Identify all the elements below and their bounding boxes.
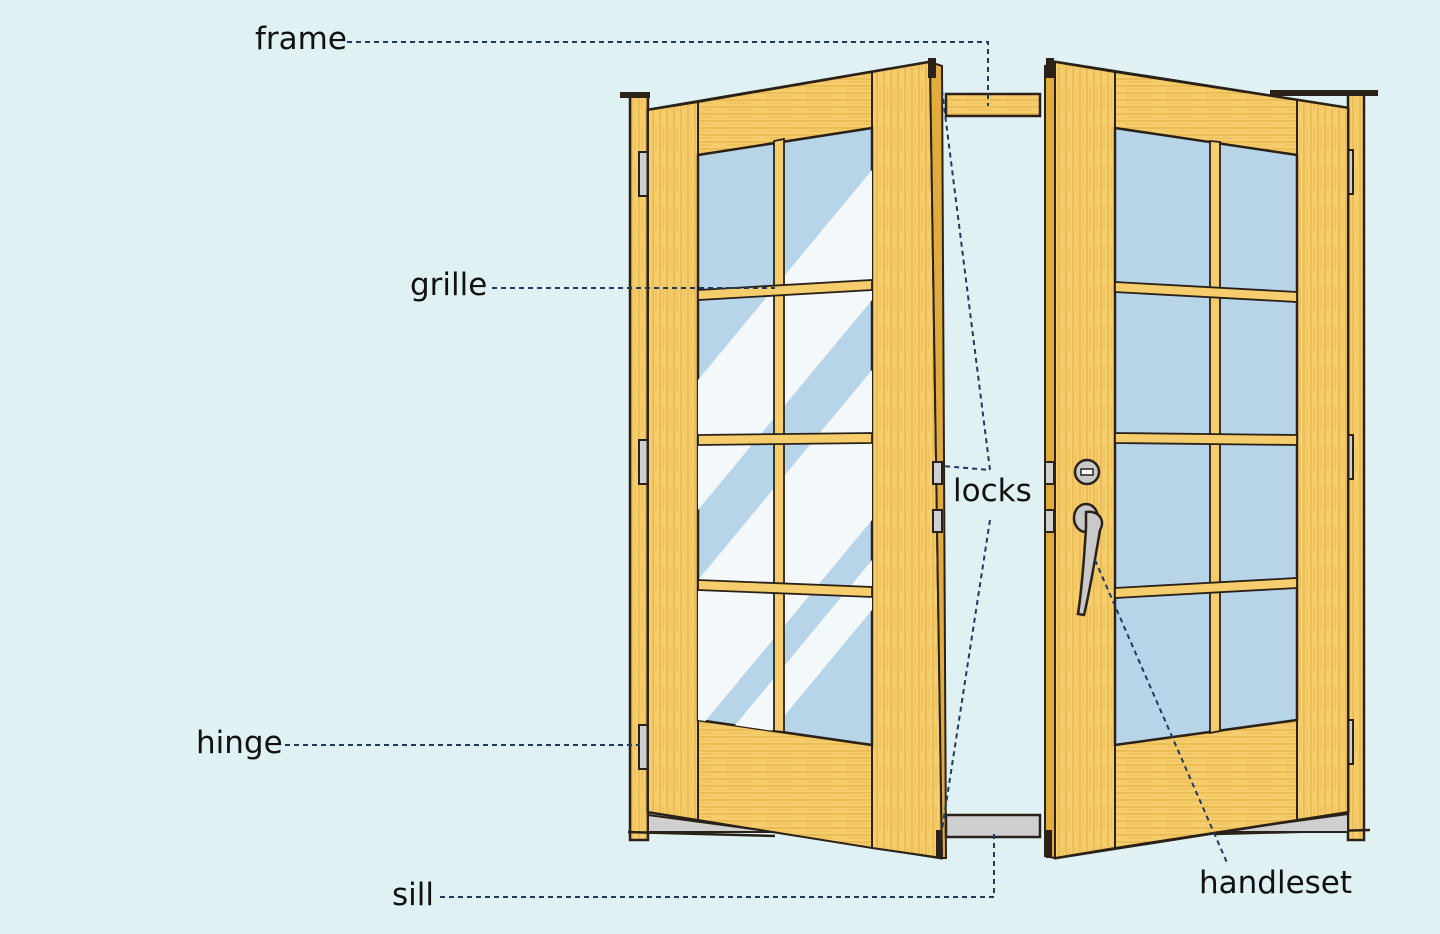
left-grille (697, 137, 873, 733)
locks-leader-bottom (941, 519, 991, 831)
locks-leader-top (941, 89, 992, 472)
frame-label: frame (255, 21, 347, 57)
handleset-leader (1094, 559, 1229, 866)
grille-label: grille (410, 267, 488, 303)
sill-label: sill (392, 877, 434, 913)
right-locks (1044, 461, 1055, 533)
hinge-label: hinge (196, 725, 283, 761)
frame-posts (928, 58, 1054, 858)
frame-leader (347, 41, 989, 106)
handleset-label: handleset (1199, 865, 1353, 901)
leader-lines (285, 41, 1229, 898)
sill-leader (440, 830, 995, 898)
left-door (646, 60, 948, 860)
handleset (1072, 458, 1104, 617)
center-sill (944, 813, 1042, 839)
locks-label: locks (953, 473, 1032, 509)
left-locks (932, 461, 943, 533)
head-jamb (944, 92, 1042, 118)
right-grille (1114, 140, 1298, 735)
